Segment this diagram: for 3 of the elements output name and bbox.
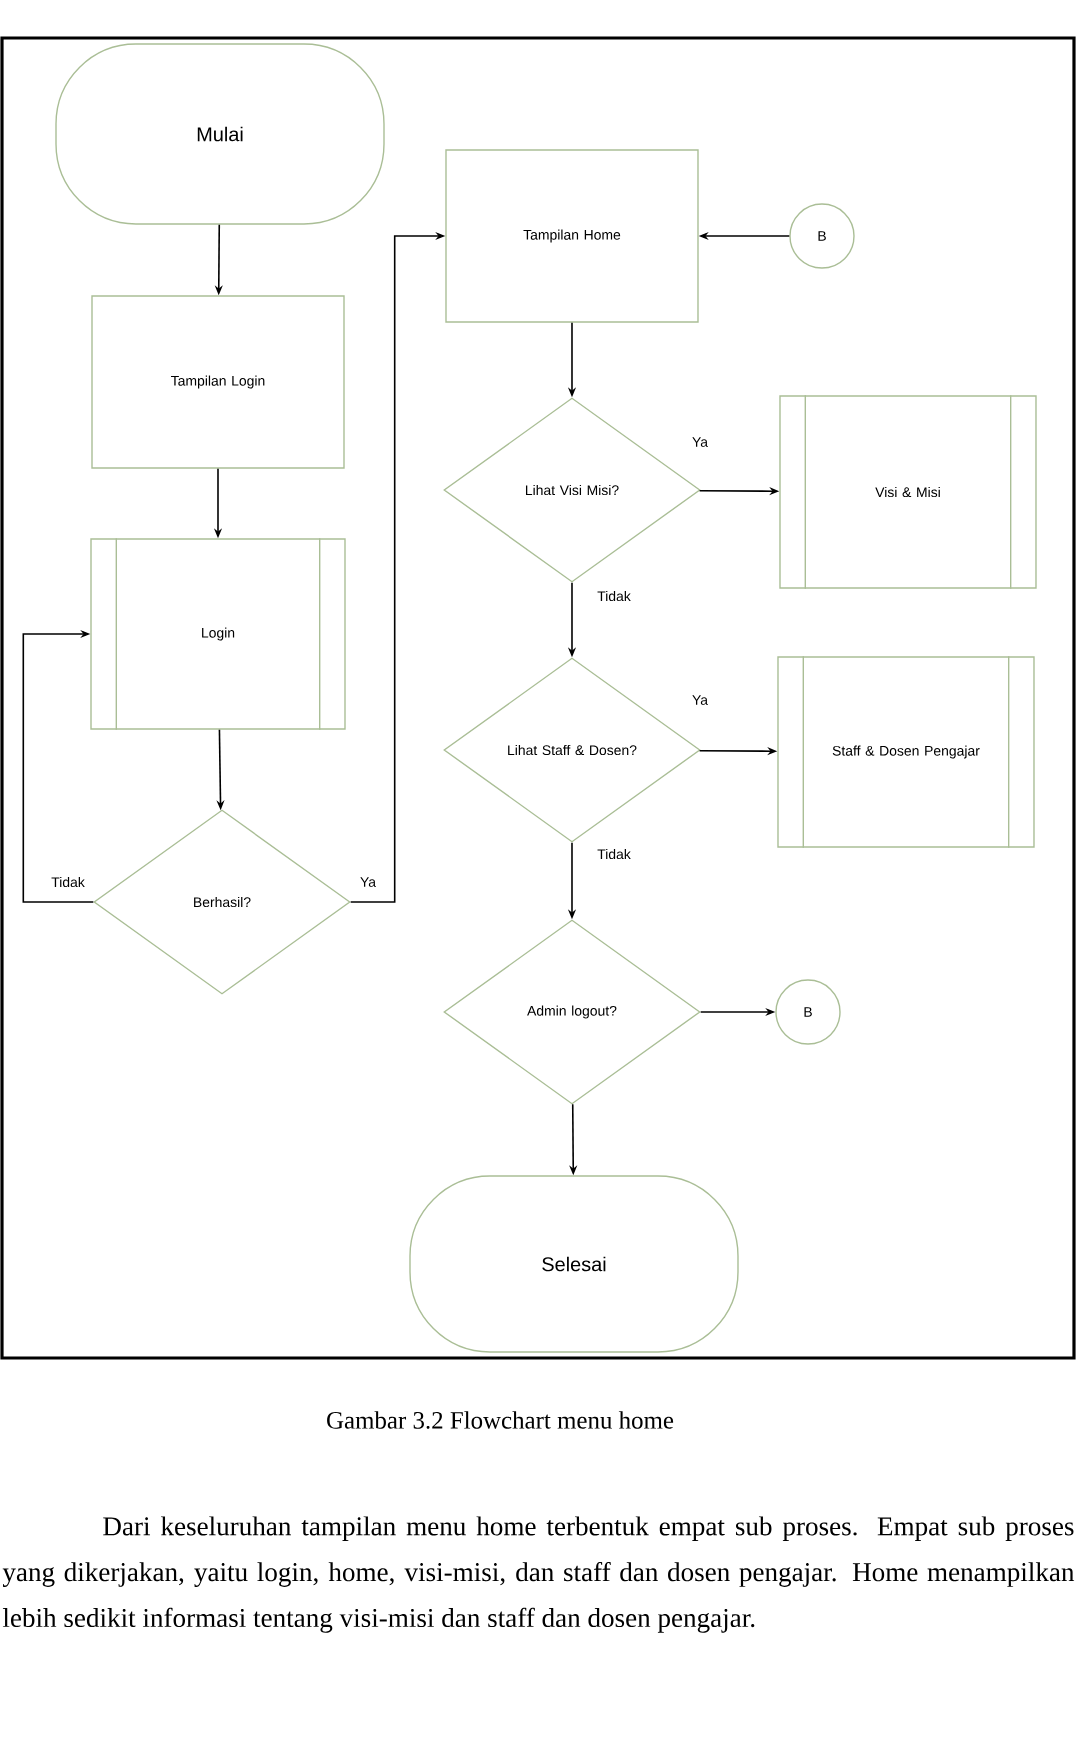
arrow [22, 629, 95, 903]
body-paragraph: Dari keseluruhan tampilan menu home terbentuk empat sub proses. Empat sub proses yang dikerjakan, yaitu login, home, visi-misi, dan staff dan dosen pengajar. Home menampilkan lebih sedikit informasi tentang visi-misi dan staff dan dosen pengajar. [2, 1516, 1075, 1633]
figure-caption: Gambar 3.2 Flowchart menu home [327, 1411, 674, 1429]
